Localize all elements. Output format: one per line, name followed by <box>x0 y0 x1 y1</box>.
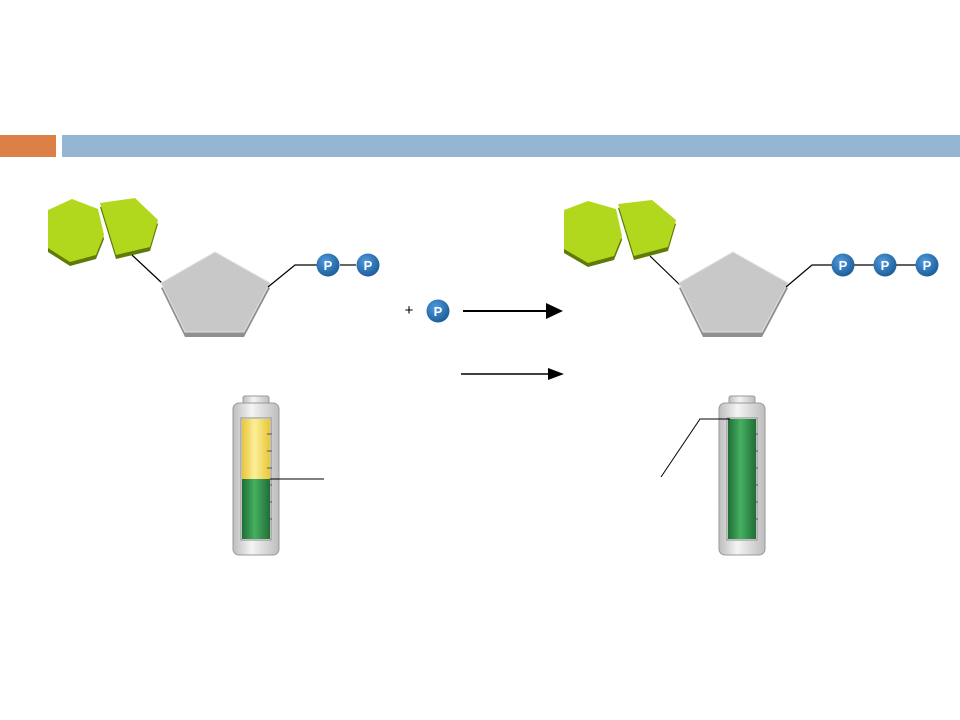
battery-scale-ticks <box>753 433 758 520</box>
energy-arrow <box>461 368 564 380</box>
battery-charge-level <box>728 419 756 539</box>
added-phosphate: P <box>426 299 450 323</box>
glycosidic-bond-line <box>649 255 681 286</box>
header-bar <box>62 135 960 157</box>
phosphate-group: P <box>316 253 340 277</box>
adenine-base-icon <box>564 200 676 267</box>
phosphate-label: P <box>881 258 890 273</box>
phosphate-link-line <box>785 264 832 288</box>
adenine-base-icon <box>48 198 158 266</box>
adp-molecule: P P <box>48 198 380 337</box>
plus-sign: + <box>405 302 414 319</box>
header-accent-bar <box>0 135 56 157</box>
atp-molecule: P P P <box>564 200 939 337</box>
battery-full-charged-icon <box>660 395 766 556</box>
battery-half-charged-icon <box>232 395 324 556</box>
battery-scale-ticks <box>267 433 272 520</box>
phosphate-label: P <box>434 304 443 319</box>
phosphate-label: P <box>324 258 333 273</box>
glycosidic-bond-line <box>131 254 164 285</box>
phosphate-group: P <box>873 253 897 277</box>
phosphate-group: P <box>915 253 939 277</box>
ribose-sugar-icon <box>678 251 789 337</box>
battery-charge-level <box>242 479 270 539</box>
phosphate-label: P <box>839 258 848 273</box>
reaction-arrow <box>463 303 563 319</box>
charge-level-leader-line <box>660 418 730 478</box>
phosphate-group: P <box>356 253 380 277</box>
phosphate-group: P <box>831 253 855 277</box>
phosphate-label: P <box>364 258 373 273</box>
ribose-sugar-icon <box>160 251 271 337</box>
phosphate-link-line <box>267 264 318 288</box>
phosphate-label: P <box>923 258 932 273</box>
battery-empty-portion <box>242 419 270 479</box>
